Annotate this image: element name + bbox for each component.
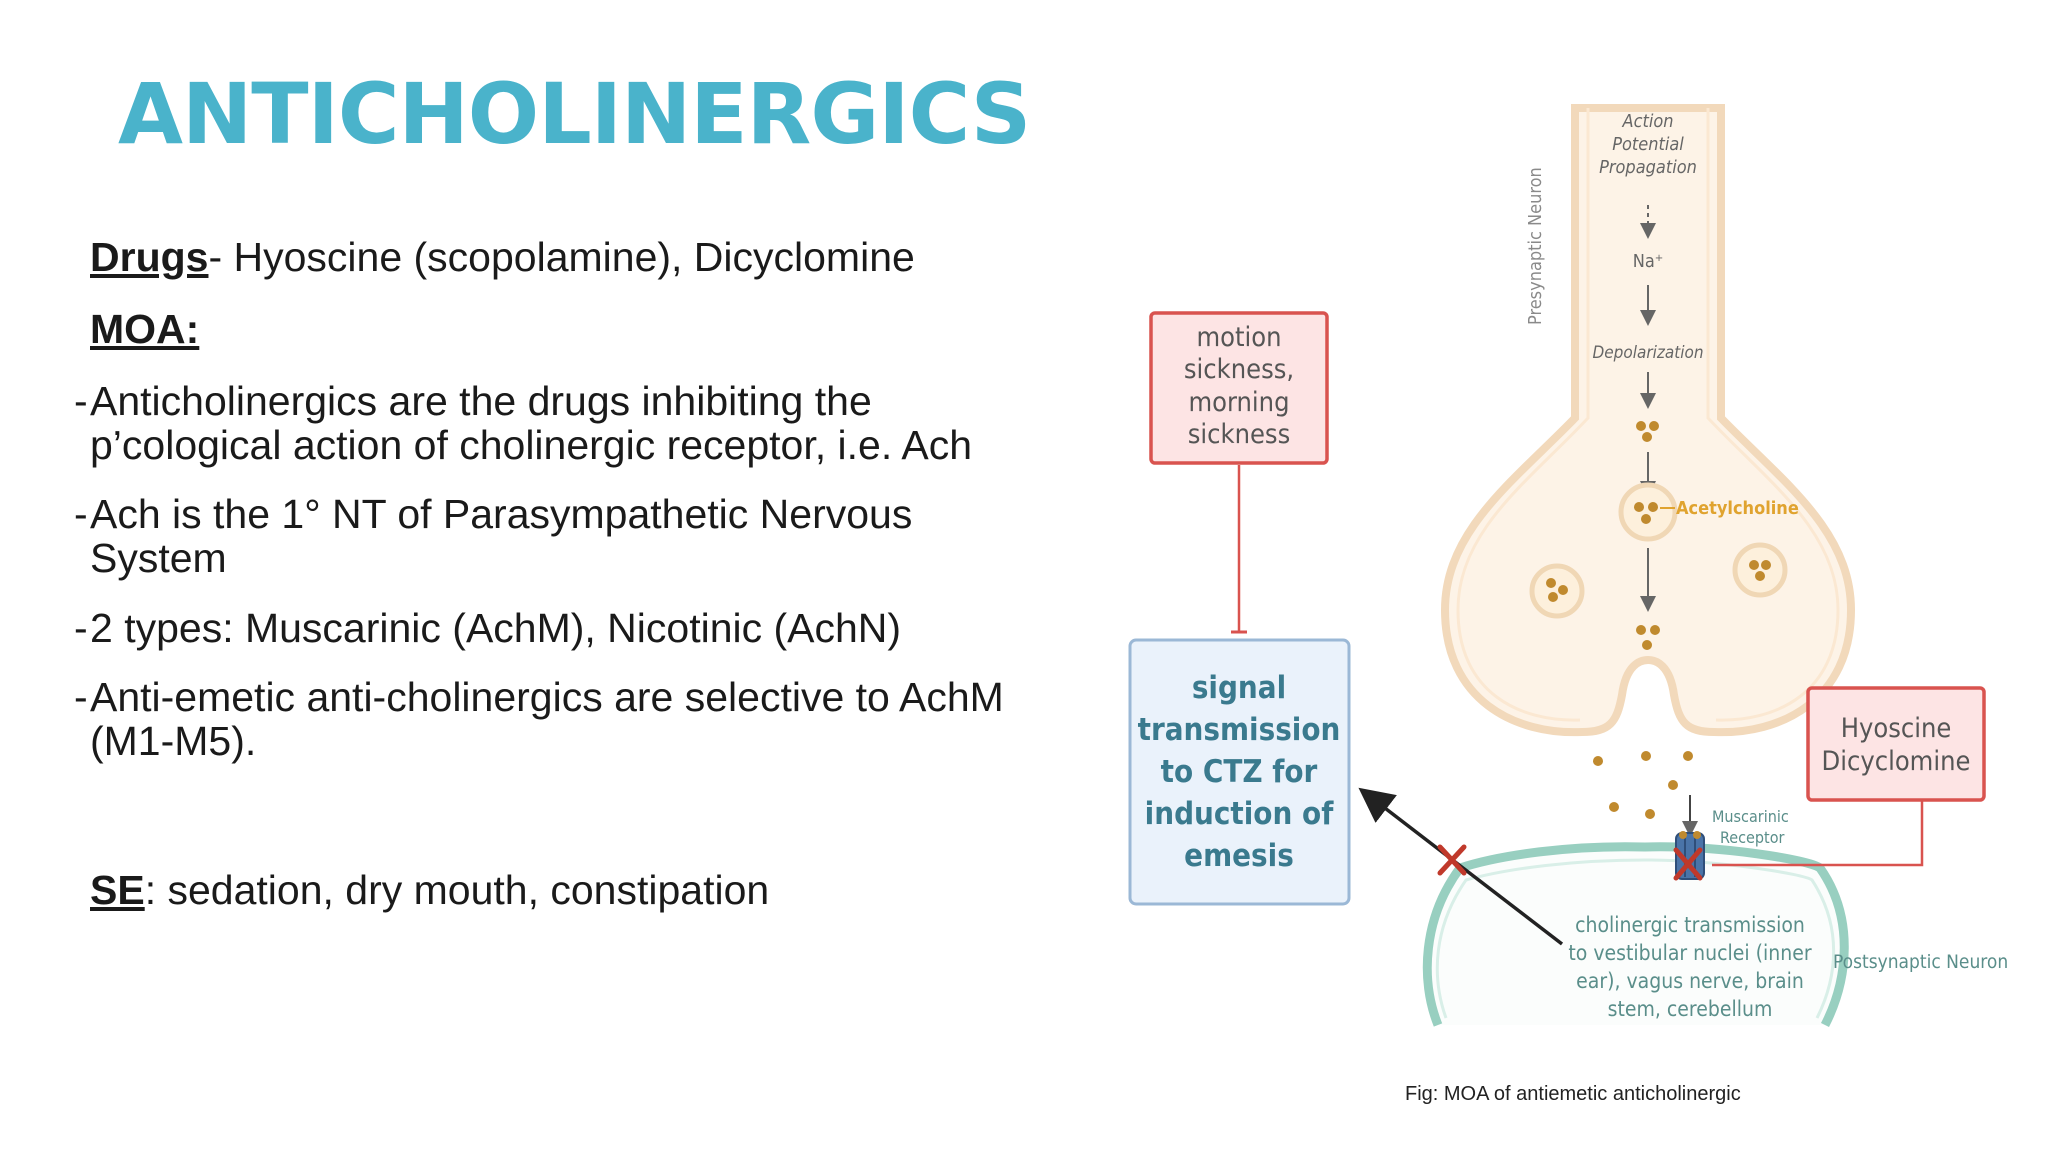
bullet-point: -Anticholinergics are the drugs inhibiti…	[74, 379, 1084, 467]
slide-title: ANTICHOLINERGICS	[118, 65, 1031, 163]
svg-text:emesis: emesis	[1184, 838, 1294, 874]
transmission-arrow	[1358, 787, 1564, 946]
bullet-point: -Anti-emetic anti-cholinergics are selec…	[74, 675, 1084, 763]
bullet-text: Ach is the 1° NT of Parasympathetic Nerv…	[90, 491, 913, 537]
presynaptic-label: Presynaptic Neuron	[1525, 167, 1546, 325]
moa-diagram: Presynaptic Neuron Action Potential Prop…	[1120, 100, 2040, 1060]
cholinergic-text: stem, cerebellum	[1608, 997, 1773, 1021]
acetylcholine-molecules	[1636, 421, 1659, 442]
drugs-line: Drugs- Hyoscine (scopolamine), Dicyclomi…	[74, 235, 1084, 279]
bullet-text: Anticholinergics are the drugs inhibitin…	[90, 378, 872, 424]
se-line: SE: sedation, dry mouth, constipation	[74, 868, 1084, 912]
signal-transmission-box: signal transmission to CTZ for induction…	[1128, 638, 1351, 906]
hyoscine-dicyclomine-box: Hyoscine Dicyclomine	[1806, 686, 1986, 802]
vesicle	[1529, 563, 1585, 619]
bullet-text: 2 types: Muscarinic (AchM), Nicotinic (A…	[90, 605, 902, 651]
postsynaptic-neuron	[1422, 842, 1849, 1028]
svg-text:morning: morning	[1189, 387, 1290, 418]
moa-diagram-svg: Presynaptic Neuron Action Potential Prop…	[1128, 104, 2008, 1028]
action-potential-line: Potential	[1612, 134, 1684, 155]
transmission-block-x-icon	[1437, 844, 1467, 876]
bullet-point: -2 types: Muscarinic (AchM), Nicotinic (…	[74, 606, 1084, 650]
na-label: Na⁺	[1633, 251, 1664, 272]
bullet-list: Drugs- Hyoscine (scopolamine), Dicyclomi…	[74, 235, 1084, 912]
svg-text:motion: motion	[1196, 322, 1281, 353]
acetylcholine-label: Acetylcholine	[1676, 498, 1799, 519]
figure-caption: Fig: MOA of antiemetic anticholinergic	[1405, 1083, 1741, 1105]
moa-label: MOA:	[90, 306, 200, 352]
action-potential-line: Propagation	[1599, 157, 1697, 178]
cholinergic-text: cholinergic transmission	[1575, 913, 1805, 937]
svg-text:induction of: induction of	[1145, 796, 1335, 832]
svg-text:Dicyclomine: Dicyclomine	[1822, 746, 1971, 777]
muscarinic-label: Muscarinic	[1712, 807, 1789, 826]
svg-text:signal: signal	[1192, 670, 1286, 706]
svg-text:sickness: sickness	[1188, 419, 1291, 450]
vesicle	[1732, 542, 1788, 598]
se-label: SE	[90, 867, 145, 913]
drugs-text: - Hyoscine (scopolamine), Dicyclomine	[208, 234, 915, 280]
receptor-block-x-icon	[1673, 847, 1703, 881]
bullet-text: (M1-M5).	[90, 718, 257, 764]
cholinergic-text: to vestibular nuclei (inner	[1568, 941, 1811, 965]
motion-sickness-box: motion sickness, morning sickness	[1149, 311, 1329, 465]
cholinergic-text: ear), vagus nerve, brain	[1576, 969, 1804, 993]
svg-text:Hyoscine: Hyoscine	[1841, 713, 1952, 744]
postsynaptic-label: Postsynaptic Neuron	[1833, 951, 2008, 973]
svg-text:transmission: transmission	[1138, 712, 1341, 748]
svg-text:sickness,: sickness,	[1184, 354, 1294, 385]
bullet-text: Anti-emetic anti-cholinergics are select…	[90, 674, 1004, 720]
action-potential-line: Action	[1622, 111, 1674, 132]
depolarization-label: Depolarization	[1592, 343, 1703, 363]
released-acetylcholine	[1593, 625, 1693, 819]
drugs-label: Drugs	[90, 234, 209, 280]
bullet-text: p’cological action of cholinergic recept…	[90, 422, 973, 468]
svg-text:to CTZ for: to CTZ for	[1161, 754, 1318, 790]
bullet-point: -Ach is the 1° NT of Parasympathetic Ner…	[74, 492, 1084, 580]
vesicle	[1618, 482, 1678, 542]
moa-line: MOA:	[74, 307, 1084, 351]
muscarinic-label: Receptor	[1720, 828, 1785, 847]
se-text: : sedation, dry mouth, constipation	[144, 867, 770, 913]
presynaptic-neuron	[1440, 104, 1856, 737]
bullet-text: System	[90, 535, 227, 581]
